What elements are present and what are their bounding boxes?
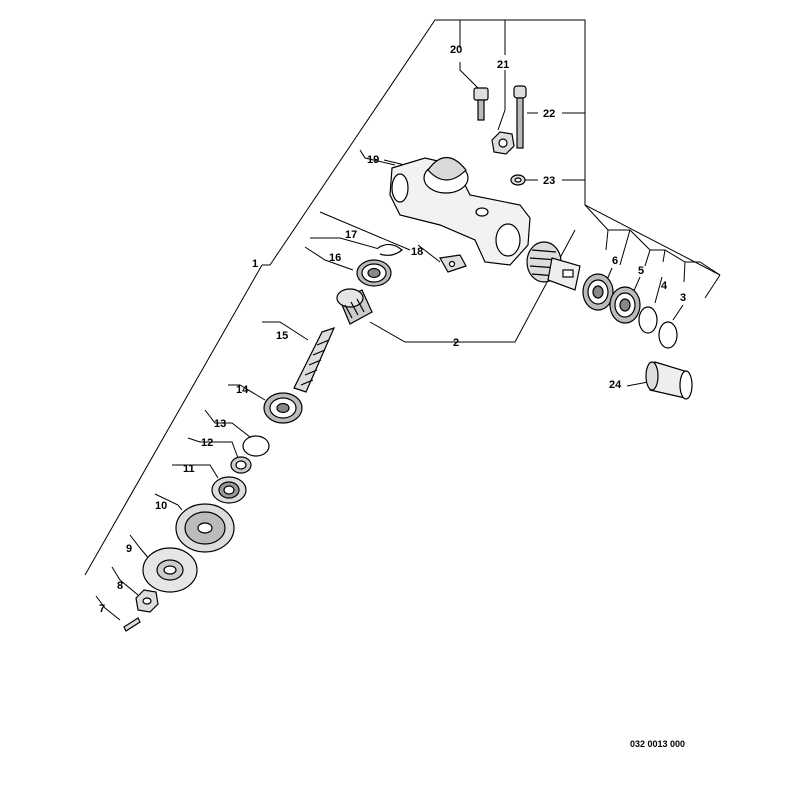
- callout-11: 11: [183, 463, 195, 475]
- callout-7: 7: [99, 603, 105, 615]
- nut-8-part: [135, 589, 159, 613]
- sleeve-24-part: [645, 361, 693, 400]
- screw-22-part: [513, 85, 527, 149]
- callout-17: 17: [345, 229, 357, 241]
- gear-housing-part: [389, 156, 531, 266]
- washer-23-part: [510, 174, 526, 186]
- callout-2: 2: [453, 337, 459, 349]
- callout-3: 3: [680, 292, 686, 304]
- callout-15: 15: [276, 330, 288, 342]
- bearing-5-part: [609, 286, 641, 324]
- callout-9: 9: [126, 543, 132, 555]
- diagram-reference-code: 032 0013 000: [630, 739, 685, 749]
- pin-7-part: [123, 617, 141, 632]
- callout-13: 13: [214, 418, 226, 430]
- circlip-17-part: [377, 243, 403, 256]
- washer-11-part: [211, 476, 247, 504]
- leader-lines: [84, 19, 721, 621]
- callout-10: 10: [155, 500, 167, 512]
- holder-10-part: [175, 503, 235, 553]
- callout-14: 14: [236, 384, 249, 396]
- bearing-14-part: [263, 392, 303, 424]
- callout-5: 5: [638, 265, 644, 277]
- bearing-16-part: [356, 259, 392, 287]
- callout-6: 6: [612, 255, 618, 267]
- nut-21-part: [491, 131, 515, 155]
- pinion-2-part: [336, 288, 373, 325]
- callout-16: 16: [329, 252, 341, 264]
- circlip-13-part: [242, 435, 270, 457]
- callout-labels: 1 2 3 4 5 6 7 8 9 10 11 12 13 14 15 16 1…: [99, 44, 686, 615]
- circlip-3-part: [658, 321, 678, 349]
- callout-19: 19: [367, 154, 379, 166]
- callout-21: 21: [497, 59, 509, 71]
- callout-24: 24: [609, 379, 622, 391]
- circlip-4-part: [638, 306, 658, 334]
- callout-20: 20: [450, 44, 462, 56]
- callout-22: 22: [543, 108, 555, 120]
- callout-12: 12: [201, 437, 213, 449]
- shaft-15-part: [293, 327, 336, 393]
- callout-4: 4: [661, 280, 668, 292]
- callout-23: 23: [543, 175, 555, 187]
- callout-1: 1: [252, 258, 258, 270]
- bolt-20-part: [473, 87, 489, 121]
- cover-9-part: [142, 547, 198, 593]
- bevel-gear-part: [526, 241, 581, 291]
- callout-18: 18: [411, 246, 423, 258]
- bearing-6-part: [582, 273, 614, 311]
- plate-18-part: [439, 254, 467, 273]
- callout-8: 8: [117, 580, 123, 592]
- spacer-12-part: [230, 456, 252, 474]
